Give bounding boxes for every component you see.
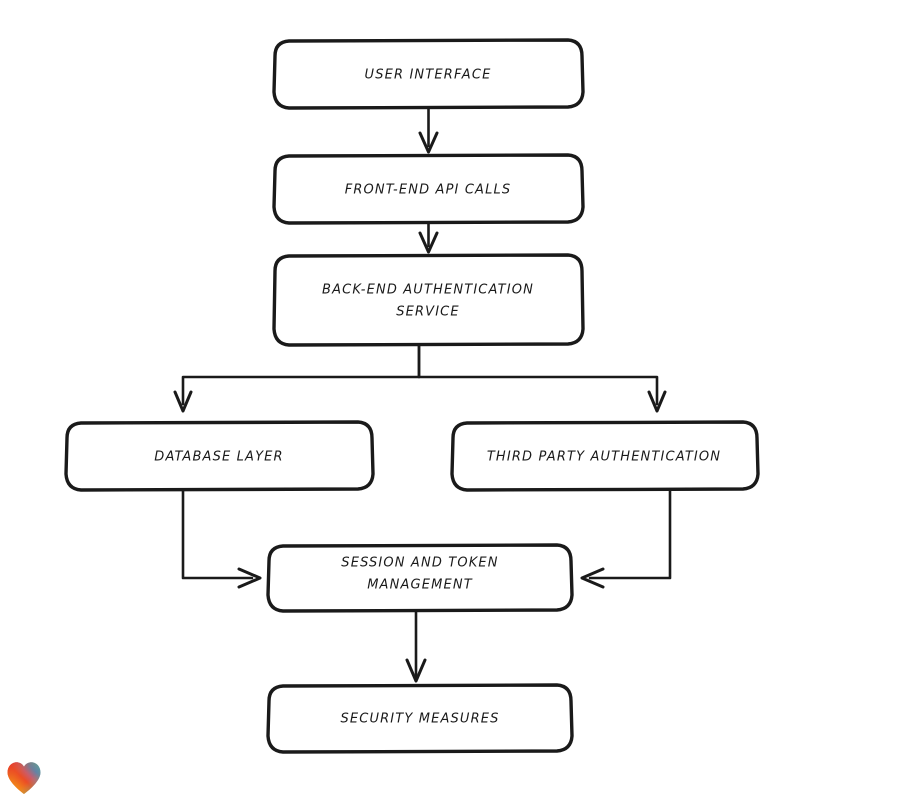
edge-front-end-api-calls-to-back-end-authentication-service	[418, 221, 439, 254]
node-front-end-api-calls[interactable]: FRONT-END API CALLS	[272, 153, 585, 225]
heart-logo	[7, 762, 41, 794]
edge-session-and-token-management-to-security-measures	[405, 609, 427, 683]
node-label-third-party-authentication: THIRD PARTY AUTHENTICATION	[487, 450, 721, 465]
node-label-database-layer: DATABASE LAYER	[154, 450, 283, 465]
node-security-measures[interactable]: SECURITY MEASURES	[266, 683, 574, 754]
node-session-and-token-management[interactable]: SESSION AND TOKEN MANAGEMENT	[266, 543, 574, 613]
edge-database-layer-to-session-and-token-management	[181, 488, 262, 589]
node-label-user-interface: USER INTERFACE	[365, 68, 492, 83]
node-label-back-end-authentication-service-line2: SERVICE	[396, 305, 460, 320]
node-label-session-and-token-management-line1: SESSION AND TOKEN	[341, 556, 498, 571]
node-label-session-and-token-management-line2: MANAGEMENT	[367, 578, 473, 593]
edge-third-party-authentication-to-session-and-token-management	[580, 488, 672, 589]
edge-back-end-authentication-service-to-third-party-authentication	[417, 343, 667, 413]
edge-back-end-authentication-service-to-database-layer	[173, 343, 421, 413]
node-label-back-end-authentication-service-line1: BACK-END AUTHENTICATION	[322, 283, 534, 298]
heart-shape-overlay	[7, 762, 41, 794]
node-user-interface[interactable]: USER INTERFACE	[272, 38, 585, 110]
node-label-front-end-api-calls: FRONT-END API CALLS	[345, 183, 512, 198]
node-back-end-authentication-service[interactable]: BACK-END AUTHENTICATION SERVICE	[272, 253, 585, 347]
node-database-layer[interactable]: DATABASE LAYER	[64, 420, 375, 492]
node-label-security-measures: SECURITY MEASURES	[340, 712, 499, 727]
node-third-party-authentication[interactable]: THIRD PARTY AUTHENTICATION	[450, 420, 760, 492]
edge-user-interface-to-front-end-api-calls	[418, 106, 439, 154]
